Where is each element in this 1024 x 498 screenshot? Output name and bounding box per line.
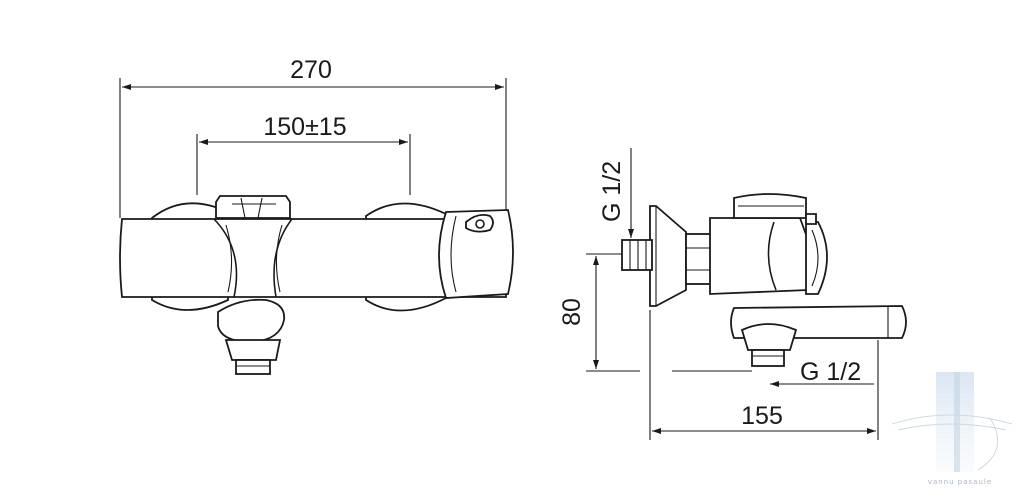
connector-nut bbox=[685, 233, 713, 285]
wall-flange bbox=[649, 205, 687, 307]
dim-total-width-label: 270 bbox=[290, 56, 332, 84]
thermostatic-knob bbox=[438, 209, 514, 299]
top-handle bbox=[215, 195, 291, 219]
dim-wall-inlet-label: G 1/2 bbox=[598, 161, 626, 222]
side-view: G 1/2 bbox=[558, 148, 907, 440]
dimension-inlet-spacing: 150±15 bbox=[196, 113, 411, 195]
dimension-outlet: G 1/2 bbox=[770, 358, 874, 387]
dimension-total-width: 270 bbox=[119, 56, 507, 218]
dim-height-label: 80 bbox=[558, 298, 586, 326]
watermark-text: vannu pasaule bbox=[928, 478, 992, 486]
dim-depth-label: 155 bbox=[741, 402, 783, 430]
dimension-wall-inlet: G 1/2 bbox=[598, 148, 634, 238]
front-view: 270 150±15 bbox=[119, 56, 514, 375]
mixer-body bbox=[119, 218, 507, 298]
dim-inlet-spacing-label: 150±15 bbox=[263, 113, 346, 141]
inlet-thread bbox=[621, 239, 653, 271]
side-spout bbox=[730, 305, 907, 351]
side-bottom-outlet bbox=[751, 349, 785, 367]
side-top-handle bbox=[733, 193, 807, 219]
side-thermostat-knob bbox=[805, 213, 828, 295]
dimension-height: 80 bbox=[558, 253, 640, 372]
dim-outlet-label: G 1/2 bbox=[800, 358, 861, 386]
side-body bbox=[709, 217, 809, 295]
dimension-depth: 155 bbox=[649, 310, 879, 440]
watermark-logo: vannu pasaule bbox=[891, 372, 1013, 486]
bottom-outlet bbox=[217, 298, 286, 375]
